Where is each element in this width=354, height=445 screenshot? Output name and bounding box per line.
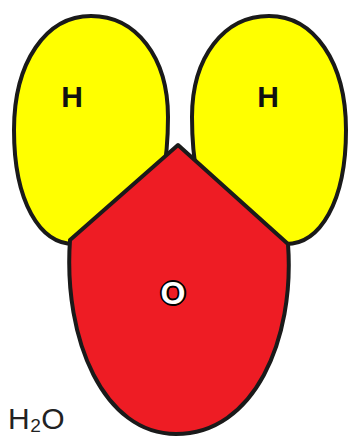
formula-caption: H₂O: [8, 404, 65, 434]
atom-symbol: H: [61, 82, 83, 112]
oxygen-atom: O: [64, 140, 292, 440]
atom-symbol: H: [257, 82, 279, 112]
atom-symbol: O: [161, 277, 186, 309]
